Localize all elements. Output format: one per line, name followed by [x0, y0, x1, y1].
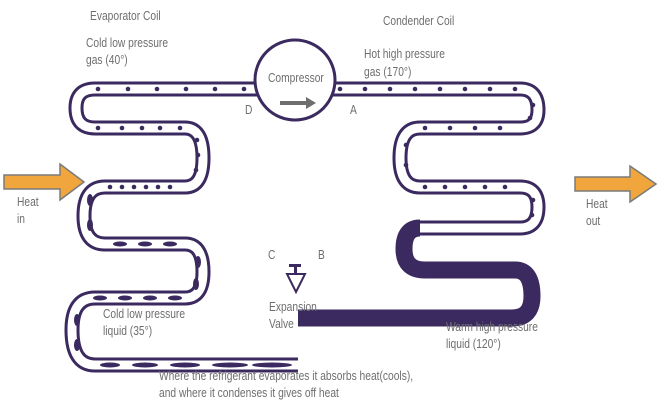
heat-out-arrow-icon — [574, 164, 658, 204]
expansion-valve-icon — [285, 264, 307, 295]
expansion-valve-label-line2: Valve — [269, 317, 294, 331]
hot-gas-label-line1: Hot high pressure — [364, 47, 445, 61]
liquid-droplets — [74, 194, 292, 368]
point-d-label: D — [245, 103, 253, 117]
heat-in-label-line2: in — [17, 212, 25, 226]
compressor-label: Compressor — [268, 71, 324, 85]
point-c-label: C — [268, 248, 276, 262]
point-b-label: B — [318, 248, 325, 262]
cold-liquid-label-line1: Cold low pressure — [103, 307, 186, 321]
caption-line2: and where it condenses it gives off heat — [159, 386, 339, 400]
cold-gas-label-line1: Cold low pressure — [86, 36, 169, 50]
cold-gas-label-line2: gas (40°) — [86, 53, 128, 67]
warm-liquid-label-line1: Warm high pressure — [446, 320, 538, 334]
evaporator-coil-label: Evaporator Coil — [90, 9, 161, 23]
caption-line1: Where the refrigerant evaporates it abso… — [159, 369, 414, 383]
heat-out-label-line1: Heat — [586, 197, 608, 211]
compressor-icon — [253, 38, 337, 122]
point-a-label: A — [350, 103, 357, 117]
heat-out-label-line2: out — [586, 214, 601, 228]
heat-in-arrow-icon — [3, 162, 86, 202]
flow-arrow-icon — [280, 97, 316, 109]
heat-in-label-line1: Heat — [17, 195, 39, 209]
condenser-coil — [298, 81, 546, 327]
gas-bubbles — [95, 86, 536, 218]
hot-gas-label-line2: gas (170°) — [364, 65, 412, 79]
evaporator-coil — [64, 81, 298, 373]
expansion-valve-label-line1: Expansion — [269, 300, 317, 314]
condenser-coil-label: Condender Coil — [383, 14, 455, 28]
cold-liquid-label-line2: liquid (35°) — [103, 324, 153, 338]
warm-liquid-label-line2: liquid (120°) — [446, 337, 501, 351]
